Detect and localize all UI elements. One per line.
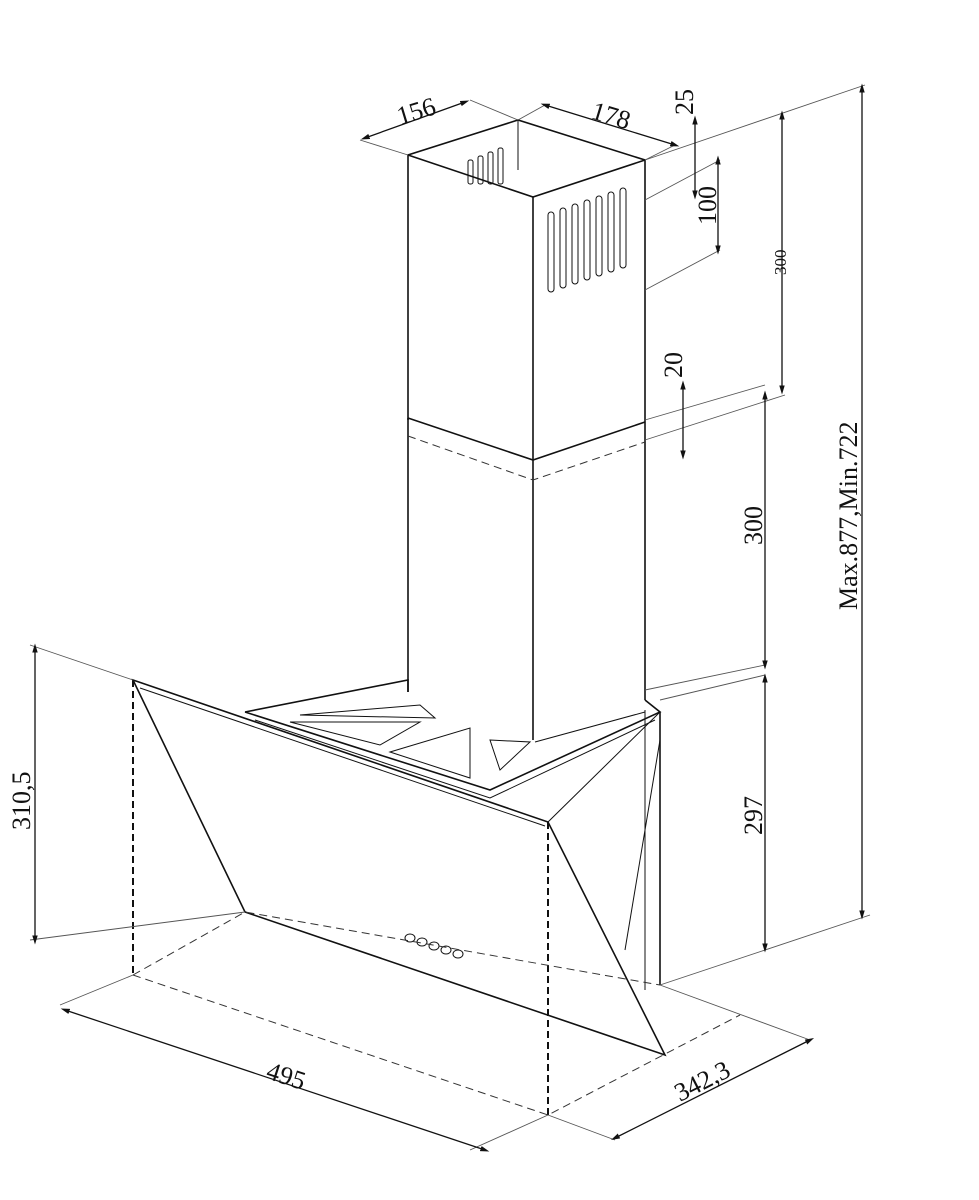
label-glass-height: 310,5 xyxy=(7,772,36,831)
label-depth: 342,3 xyxy=(670,1055,735,1107)
dimension-labels: 156 178 25 100 300 20 300 Max.877,Min.72… xyxy=(7,89,863,1107)
glass-panel xyxy=(131,678,667,1115)
label-width: 495 xyxy=(263,1056,309,1096)
label-body-height: 297 xyxy=(739,796,768,835)
label-total-height: Max.877,Min.722 xyxy=(834,422,863,611)
lower-chimney xyxy=(407,417,646,692)
control-buttons xyxy=(404,933,464,959)
label-upper-chimney-height: 300 xyxy=(771,250,790,276)
dimension-lines xyxy=(32,83,865,1152)
label-chimney-depth: 156 xyxy=(393,92,439,131)
label-vent-height: 100 xyxy=(693,186,722,225)
hood-body xyxy=(244,679,662,990)
label-overlap: 20 xyxy=(659,352,688,378)
label-top-offset: 25 xyxy=(670,89,699,115)
extension-lines xyxy=(29,84,871,1151)
label-chimney-width: 178 xyxy=(588,96,634,135)
vent-slots xyxy=(467,147,627,293)
label-lower-chimney-height: 300 xyxy=(739,506,768,545)
